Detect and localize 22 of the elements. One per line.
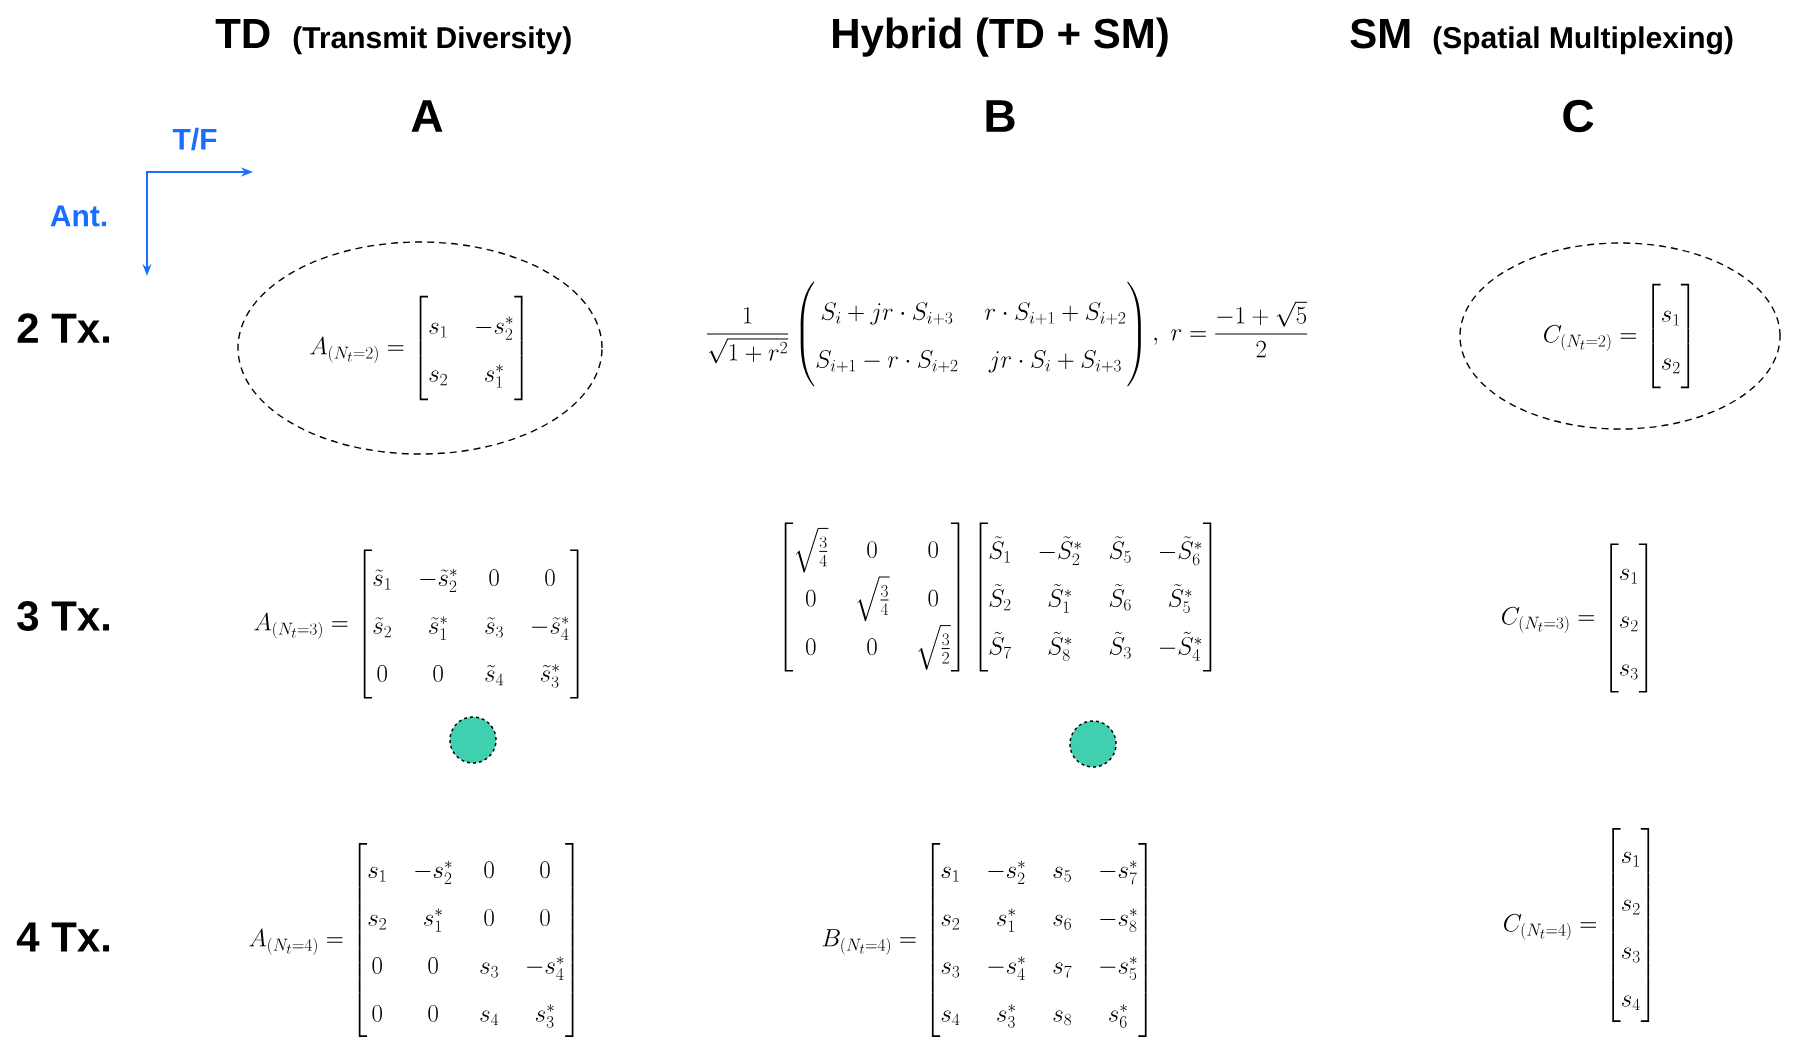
matrix-equation: $C_{(N_t=3)}=\begin{bmatrix} s_1 \\ s_2 \\ s_3 \end{bmatrix}$ xyxy=(1502,543,1648,693)
matrix-equation: $A_{(N_t=4)}=\begin{bmatrix} s_1 & -s_2^{*} & 0 & 0 \\ s_2 & s_1^{*} & 0 & 0 \\ 0 & 0 & s_3 & -s_4^{*} \\ 0 & 0 & s_4 & s_3^{*} \end{bmatrix}$ xyxy=(249,843,574,1037)
axis-label: Ant. xyxy=(50,205,107,227)
matrix-equation: $\begin{bmatrix} \sqrt{\frac{3}{4}} & 0 & 0 \\ 0 & \sqrt{\frac{3}{4}} & 0 \\ 0 & 0 & \sqrt{\frac{3}{2}} \end{bmatrix}\begin{bmatrix} \tilde{S}_1 & -\tilde{S}_2^{*} & \tilde{S}_5 & -\tilde{S}_6^{*} \\ \tilde{S}_2 & \tilde{S}_1^{*} & \tilde{S}_6 & \tilde{S}_5^{*} \\ \tilde{S}_7 & \tilde{S}_8^{*} & \tilde{S}_3 & -\tilde{S}_4^{*} \end{bmatrix}$ xyxy=(784,522,1212,672)
column-letter: A xyxy=(411,100,443,132)
matrix-equation: $C_{(N_t=4)}=\begin{bmatrix} s_1 \\ s_2 \\ s_3 \\ s_4 \end{bmatrix}$ xyxy=(1504,828,1650,1022)
heading-text: (Spatial Multiplexing) xyxy=(1433,26,1733,55)
dot-circle xyxy=(449,716,497,764)
row-label: 4 Tx. xyxy=(16,922,109,952)
matrix-equation: $A_{(N_t=3)}=\begin{bmatrix} \tilde{s}_1 & -\tilde{s}_2^{*} & 0 & 0 \\ \tilde{s}_2 & \tilde{s}_1^{*} & \tilde{s}_3 & -\tilde{s}_4^{*} \\ 0 & 0 & \tilde{s}_4 & \tilde{s}_3^{*} \end{bmatrix}$ xyxy=(254,549,579,699)
heading-text: (Transmit Diversity) xyxy=(293,26,571,55)
column-letter: B xyxy=(986,100,1015,132)
column-letter: C xyxy=(1563,99,1594,133)
row-label: 2 Tx. xyxy=(17,313,109,343)
matrix-equation: $B_{(N_t=4)}=\begin{bmatrix} s_1 & -s_2^{*} & s_5 & -s_7^{*} \\ s_2 & s_1^{*} & s_6 & -s_8^{*} \\ s_3 & -s_4^{*} & s_7 & -s_5^{*} \\ s_4 & s_3^{*} & s_8 & s_6^{*} \end{bmatrix}$ xyxy=(822,843,1147,1037)
heading-text: Hybrid (TD + SM) xyxy=(833,17,1168,57)
heading-text: SM xyxy=(1350,18,1410,49)
heading-text: TD xyxy=(215,19,270,48)
axis-label: T/F xyxy=(172,127,217,151)
row-label: 3 Tx. xyxy=(17,601,109,631)
matrix-equation: $\frac{1}{\sqrt{1+r^2}}\begin{pmatrix} S_i+jr\cdot S_{i+3} & r\cdot S_{i+1}+S_{i+2} \\ S_{i+1}-r\cdot S_{i+2} & jr\cdot S_i+S_{i+3} \end{pmatrix},\ r=\frac{-1+\sqrt{5}}{2}$ xyxy=(706,281,1308,387)
dot-circle xyxy=(1069,720,1117,768)
